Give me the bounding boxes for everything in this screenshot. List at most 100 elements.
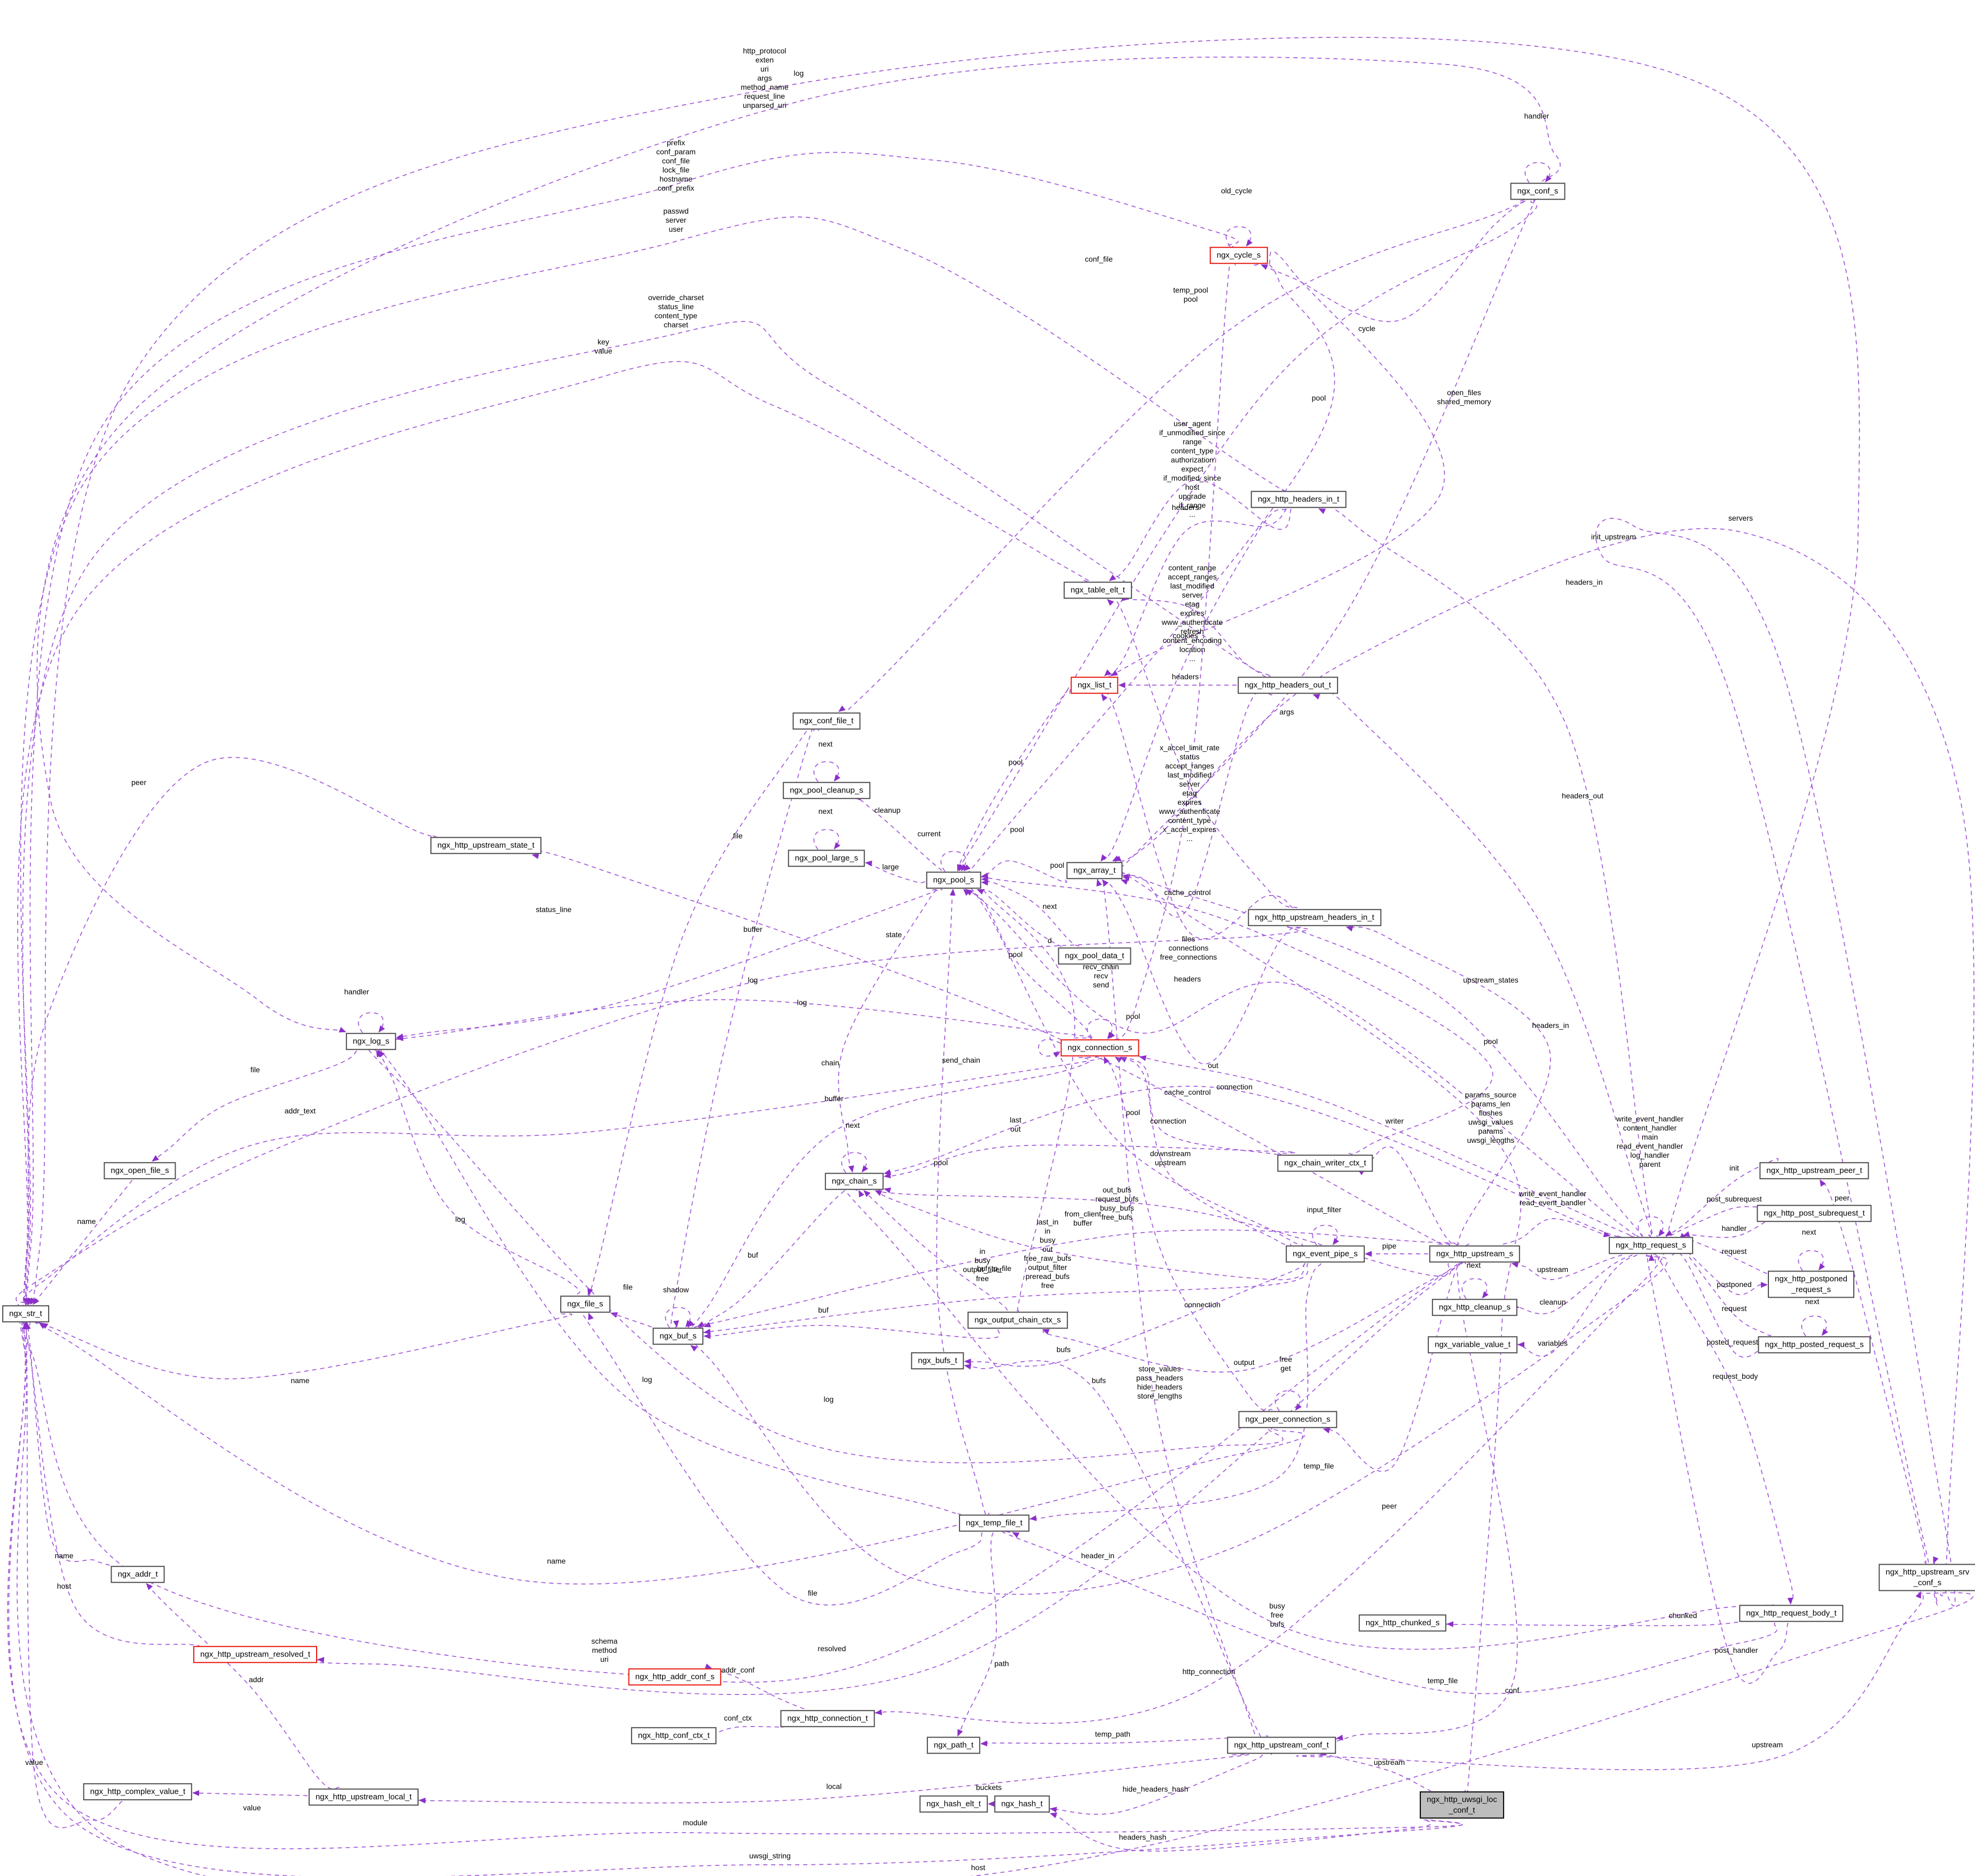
node-ngx_http_headers_out_t[interactable]: ngx_http_headers_out_t: [1238, 677, 1338, 694]
edge-log_s-log_s: [358, 1012, 385, 1033]
node-ngx_http_request_body_t[interactable]: ngx_http_request_body_t: [1739, 1605, 1844, 1622]
edge-open_file-str_t: [33, 1180, 133, 1305]
node-ngx_http_upstream_peer_t[interactable]: ngx_http_upstream_peer_t: [1759, 1162, 1869, 1179]
edge-label-request_s-http_conn: http_connection: [1183, 1667, 1236, 1676]
node-ngx_http_posted_request_s[interactable]: ngx_http_posted_request_s: [1758, 1336, 1871, 1353]
edge-label-up_headers_in-str_t: status_line: [536, 905, 572, 914]
node-ngx_http_conf_ctx_t[interactable]: ngx_http_conf_ctx_t: [631, 1727, 717, 1744]
edge-upstream_s-writer_ctx: [1358, 1146, 1460, 1245]
node-ngx_chain_s[interactable]: ngx_chain_s: [824, 1173, 884, 1190]
edge-label-addr_t-str_t: name: [54, 1551, 73, 1560]
node-label-line: ngx_http_conf_ctx_t: [638, 1731, 710, 1740]
edge-headers_in_t-str_t: [20, 216, 1291, 1325]
edge-log_s-open_file: [152, 1050, 357, 1162]
edge-label-headers_out_t-list_t: headers: [1172, 672, 1199, 681]
node-ngx_conf_file_t[interactable]: ngx_conf_file_t: [792, 712, 861, 729]
node-ngx_http_upstream_state_t[interactable]: ngx_http_upstream_state_t: [430, 837, 541, 854]
edge-label-complex_val-str_t: value: [25, 1758, 43, 1767]
edge-label-http_conn-conf_ctx: conf_ctx: [724, 1714, 752, 1722]
node-ngx_list_t[interactable]: ngx_list_t: [1071, 677, 1119, 694]
node-ngx_http_connection_t[interactable]: ngx_http_connection_t: [780, 1710, 875, 1727]
edge-label-up_conf_t-up_local: local: [827, 1782, 842, 1791]
node-ngx_http_upstream_conf_t[interactable]: ngx_http_upstream_conf_t: [1227, 1737, 1336, 1754]
node-ngx_http_uwsgi_loc_conf_t[interactable]: ngx_http_uwsgi_loc_conf_t: [1420, 1791, 1504, 1819]
edge-label-event_pipe-event_pipe: input_filter: [1307, 1205, 1342, 1214]
edge-array_t-pool_s: [981, 860, 1067, 883]
edge-label-upstream_s-output_chain: output: [1234, 1358, 1255, 1367]
edge-conf_file-file_s: [586, 724, 815, 1307]
edge-label-upstream_s-up_headers_in: headers_in: [1532, 1021, 1569, 1030]
node-ngx_log_s[interactable]: ngx_log_s: [345, 1033, 397, 1050]
edge-up_conf_t-path_t: [980, 1737, 1244, 1747]
node-ngx_peer_connection_s[interactable]: ngx_peer_connection_s: [1238, 1411, 1337, 1428]
node-label-line: ngx_pool_cleanup_s: [790, 786, 863, 795]
node-ngx_http_chunked_s[interactable]: ngx_http_chunked_s: [1358, 1614, 1447, 1631]
node-ngx_cycle_s[interactable]: ngx_cycle_s: [1209, 247, 1268, 264]
node-ngx_variable_value_t[interactable]: ngx_variable_value_t: [1428, 1336, 1517, 1353]
node-ngx_pool_data_t[interactable]: ngx_pool_data_t: [1058, 947, 1131, 964]
edge-label-pool_large-pool_large: next: [819, 807, 833, 815]
node-ngx_output_chain_ctx_s[interactable]: ngx_output_chain_ctx_s: [967, 1312, 1068, 1329]
edge-label-output_chain-pool_s: pool: [1050, 861, 1064, 869]
node-ngx_http_cleanup_s[interactable]: ngx_http_cleanup_s: [1431, 1299, 1518, 1316]
node-ngx_http_upstream_resolved_t[interactable]: ngx_http_upstream_resolved_t: [193, 1646, 317, 1663]
node-label-line: ngx_conf_s: [1517, 186, 1559, 196]
edge-connection_s-connection_s: [1038, 1039, 1061, 1058]
edge-label-log_s-log_s: handler: [344, 987, 369, 996]
node-ngx_http_request_s[interactable]: ngx_http_request_s: [1609, 1237, 1693, 1254]
edge-up_local-addr_t: [146, 1583, 340, 1789]
node-ngx_str_t[interactable]: ngx_str_t: [2, 1305, 49, 1322]
node-ngx_http_upstream_headers_in_t[interactable]: ngx_http_upstream_headers_in_t: [1248, 909, 1381, 926]
node-label-line: ngx_str_t: [9, 1309, 42, 1318]
edge-request_s-req_body: [1656, 1254, 1794, 1605]
node-ngx_hash_t[interactable]: ngx_hash_t: [994, 1795, 1050, 1812]
node-ngx_connection_s[interactable]: ngx_connection_s: [1060, 1039, 1139, 1056]
edge-label-event_pipe-bufs_t: bufs: [1057, 1345, 1071, 1354]
edge-label-srv_conf-array_t: servers: [1728, 514, 1753, 522]
node-ngx_path_t[interactable]: ngx_path_t: [926, 1737, 981, 1754]
node-label-line: ngx_pool_s: [933, 875, 974, 885]
node-ngx_http_upstream_s[interactable]: ngx_http_upstream_s: [1429, 1245, 1521, 1262]
node-ngx_http_post_subrequest_t[interactable]: ngx_http_post_subrequest_t: [1757, 1205, 1872, 1222]
edge-postponed-postponed: [1798, 1250, 1826, 1271]
node-ngx_array_t[interactable]: ngx_array_t: [1066, 862, 1123, 879]
node-ngx_table_elt_t[interactable]: ngx_table_elt_t: [1064, 582, 1132, 599]
node-ngx_temp_file_t[interactable]: ngx_temp_file_t: [959, 1514, 1029, 1532]
edge-label-file_s-str_t: name: [290, 1376, 309, 1385]
node-ngx_http_postponed_request_s[interactable]: ngx_http_postponed_request_s: [1768, 1270, 1854, 1298]
edge-conf_s-array_t: [1114, 189, 1540, 871]
node-ngx_http_upstream_local_t[interactable]: ngx_http_upstream_local_t: [308, 1788, 419, 1806]
node-ngx_event_pipe_s[interactable]: ngx_event_pipe_s: [1286, 1245, 1365, 1262]
node-label-line: ngx_event_pipe_s: [1293, 1249, 1358, 1259]
node-label-line: ngx_http_cleanup_s: [1438, 1302, 1511, 1312]
edge-label-peer_conn-str_t: name: [547, 1557, 565, 1565]
edge-label-request_s-headers_out_t: headers_out: [1562, 791, 1603, 800]
node-ngx_chain_writer_ctx_t[interactable]: ngx_chain_writer_ctx_t: [1277, 1155, 1373, 1172]
node-ngx_http_addr_conf_s[interactable]: ngx_http_addr_conf_s: [628, 1668, 722, 1685]
node-ngx_bufs_t[interactable]: ngx_bufs_t: [911, 1352, 964, 1369]
node-ngx_open_file_s[interactable]: ngx_open_file_s: [104, 1162, 176, 1179]
node-ngx_http_complex_value_t[interactable]: ngx_http_complex_value_t: [83, 1783, 193, 1800]
node-label-line: _conf_t: [1449, 1806, 1475, 1815]
node-ngx_hash_elt_t[interactable]: ngx_hash_elt_t: [919, 1795, 988, 1812]
node-ngx_pool_cleanup_s[interactable]: ngx_pool_cleanup_s: [783, 782, 870, 799]
edge-label-up_conf_t-path_t: temp_path: [1095, 1730, 1130, 1738]
node-ngx_buf_s[interactable]: ngx_buf_s: [652, 1328, 704, 1345]
node-ngx_addr_t[interactable]: ngx_addr_t: [111, 1566, 165, 1583]
node-ngx_file_s[interactable]: ngx_file_s: [560, 1296, 610, 1313]
node-ngx_http_upstream_srv_conf_s[interactable]: ngx_http_upstream_srv_conf_s: [1878, 1564, 1975, 1591]
node-ngx_http_headers_in_t[interactable]: ngx_http_headers_in_t: [1250, 491, 1347, 508]
edge-upstream_s-request_s: [1502, 1218, 1611, 1245]
edge-uwsgi-str_t: [8, 1304, 1463, 1876]
node-ngx_pool_large_s[interactable]: ngx_pool_large_s: [788, 850, 865, 867]
node-ngx_pool_s[interactable]: ngx_pool_s: [926, 872, 981, 889]
node-ngx_conf_s[interactable]: ngx_conf_s: [1510, 183, 1565, 200]
edge-request_s-upstream_s: [1511, 1254, 1623, 1280]
